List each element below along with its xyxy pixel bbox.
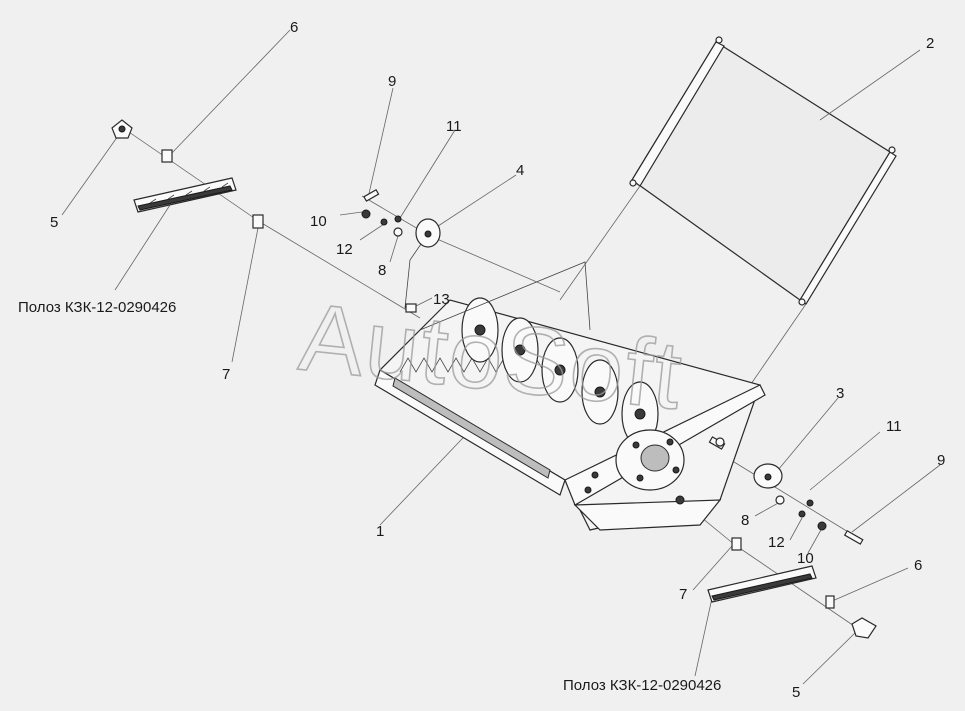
callout-6-right: 6 <box>914 557 922 574</box>
callout-5-left: 5 <box>50 214 58 231</box>
leader-lines <box>61 29 941 685</box>
callout-8-right: 8 <box>741 512 749 529</box>
callout-9-right: 9 <box>937 452 945 469</box>
caption-left-skid: Полоз КЗК-12-0290426 <box>18 299 176 316</box>
callout-12-right: 12 <box>768 534 785 551</box>
fasteners-right <box>715 437 864 545</box>
callout-11-right: 11 <box>886 418 902 435</box>
fasteners-left <box>361 188 417 313</box>
callout-13: 13 <box>433 291 450 308</box>
callout-5-right: 5 <box>792 684 800 701</box>
callout-12-left: 12 <box>336 241 353 258</box>
callout-7-left: 7 <box>222 366 230 383</box>
callout-7-right: 7 <box>679 586 687 603</box>
callout-8-left: 8 <box>378 262 386 279</box>
callout-11-left: 11 <box>446 118 462 135</box>
caption-right-skid: Полоз КЗК-12-0290426 <box>563 677 721 694</box>
callout-1: 1 <box>376 523 384 540</box>
watermark: AutoSoft <box>295 283 688 430</box>
callout-4: 4 <box>516 162 524 179</box>
cover-panel <box>629 36 897 306</box>
skid-assembly-right <box>707 537 877 639</box>
callout-labels: 1 2 3 4 5 5 6 6 7 7 8 8 9 9 10 10 11 11 … <box>50 19 945 701</box>
bearing-housing-left <box>415 218 441 248</box>
callout-2: 2 <box>926 35 934 52</box>
callout-10-right: 10 <box>797 550 814 567</box>
drive-disc <box>584 429 685 505</box>
callout-9-left: 9 <box>388 73 396 90</box>
callout-3: 3 <box>836 385 844 402</box>
main-housing <box>374 227 766 531</box>
skid-assembly-left <box>111 119 264 229</box>
callout-10-left: 10 <box>310 213 327 230</box>
callout-6-left: 6 <box>290 19 298 36</box>
